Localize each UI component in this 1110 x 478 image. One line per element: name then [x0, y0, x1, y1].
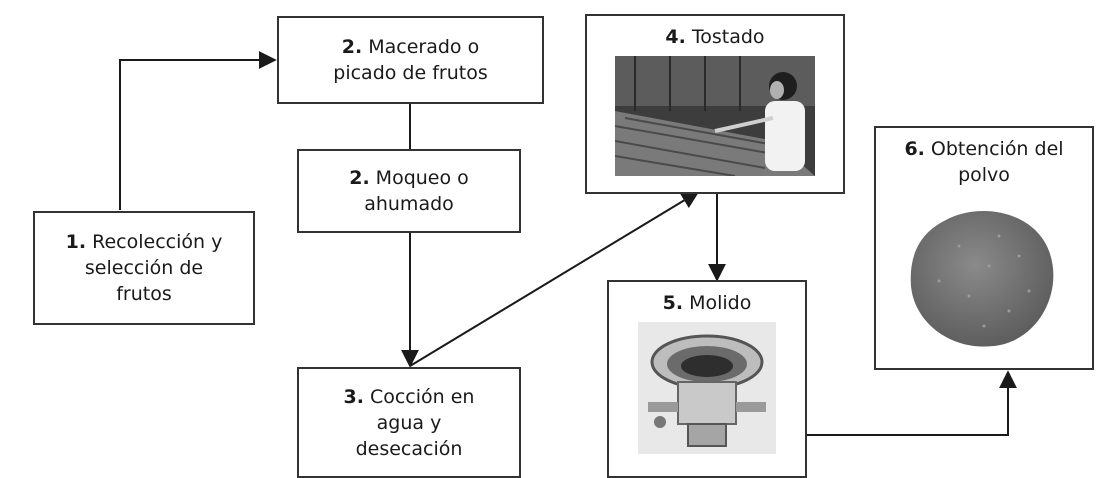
- step-3-cooking: 3.Cocción en agua y desecación: [297, 367, 521, 478]
- step-label: Cocción en agua y desecación: [355, 385, 475, 460]
- step-number: 4.: [665, 26, 686, 48]
- step-number: 2.: [341, 36, 363, 58]
- step-label: Macerado o picado de frutos: [333, 36, 488, 84]
- step-2-maceration: 2.Macerado o picado de frutos: [277, 16, 544, 104]
- arrow-5-to-6: [806, 370, 1017, 436]
- step-5-grinding: 5.Molido: [607, 280, 807, 478]
- roasting-photo: [615, 56, 815, 176]
- grinder-photo: [638, 322, 776, 454]
- powder-photo: [910, 211, 1054, 347]
- step-label: Moqueo o ahumado: [364, 167, 469, 215]
- arrow-1-to-2: [119, 51, 277, 210]
- step-label: Tostado: [691, 26, 765, 48]
- step-number: 6.: [904, 138, 925, 160]
- step-number: 1.: [65, 231, 87, 253]
- step-6-powder: 6.Obtención del polvo: [874, 126, 1094, 370]
- step-number: 3.: [343, 385, 364, 408]
- step-label: Molido: [689, 292, 752, 314]
- step-2-smoking: 2.Moqueo o ahumado: [297, 149, 521, 233]
- step-1-collection: 1.Recolección y selección de frutos: [33, 211, 255, 325]
- step-number: 2.: [349, 167, 370, 189]
- step-number: 5.: [662, 292, 684, 314]
- step-4-roasting: 4.Tostado: [585, 14, 845, 194]
- step-label: Obtención del polvo: [930, 138, 1064, 186]
- arrow-3-to-4: [409, 191, 700, 367]
- step-label: Recolección y selección de frutos: [84, 231, 223, 305]
